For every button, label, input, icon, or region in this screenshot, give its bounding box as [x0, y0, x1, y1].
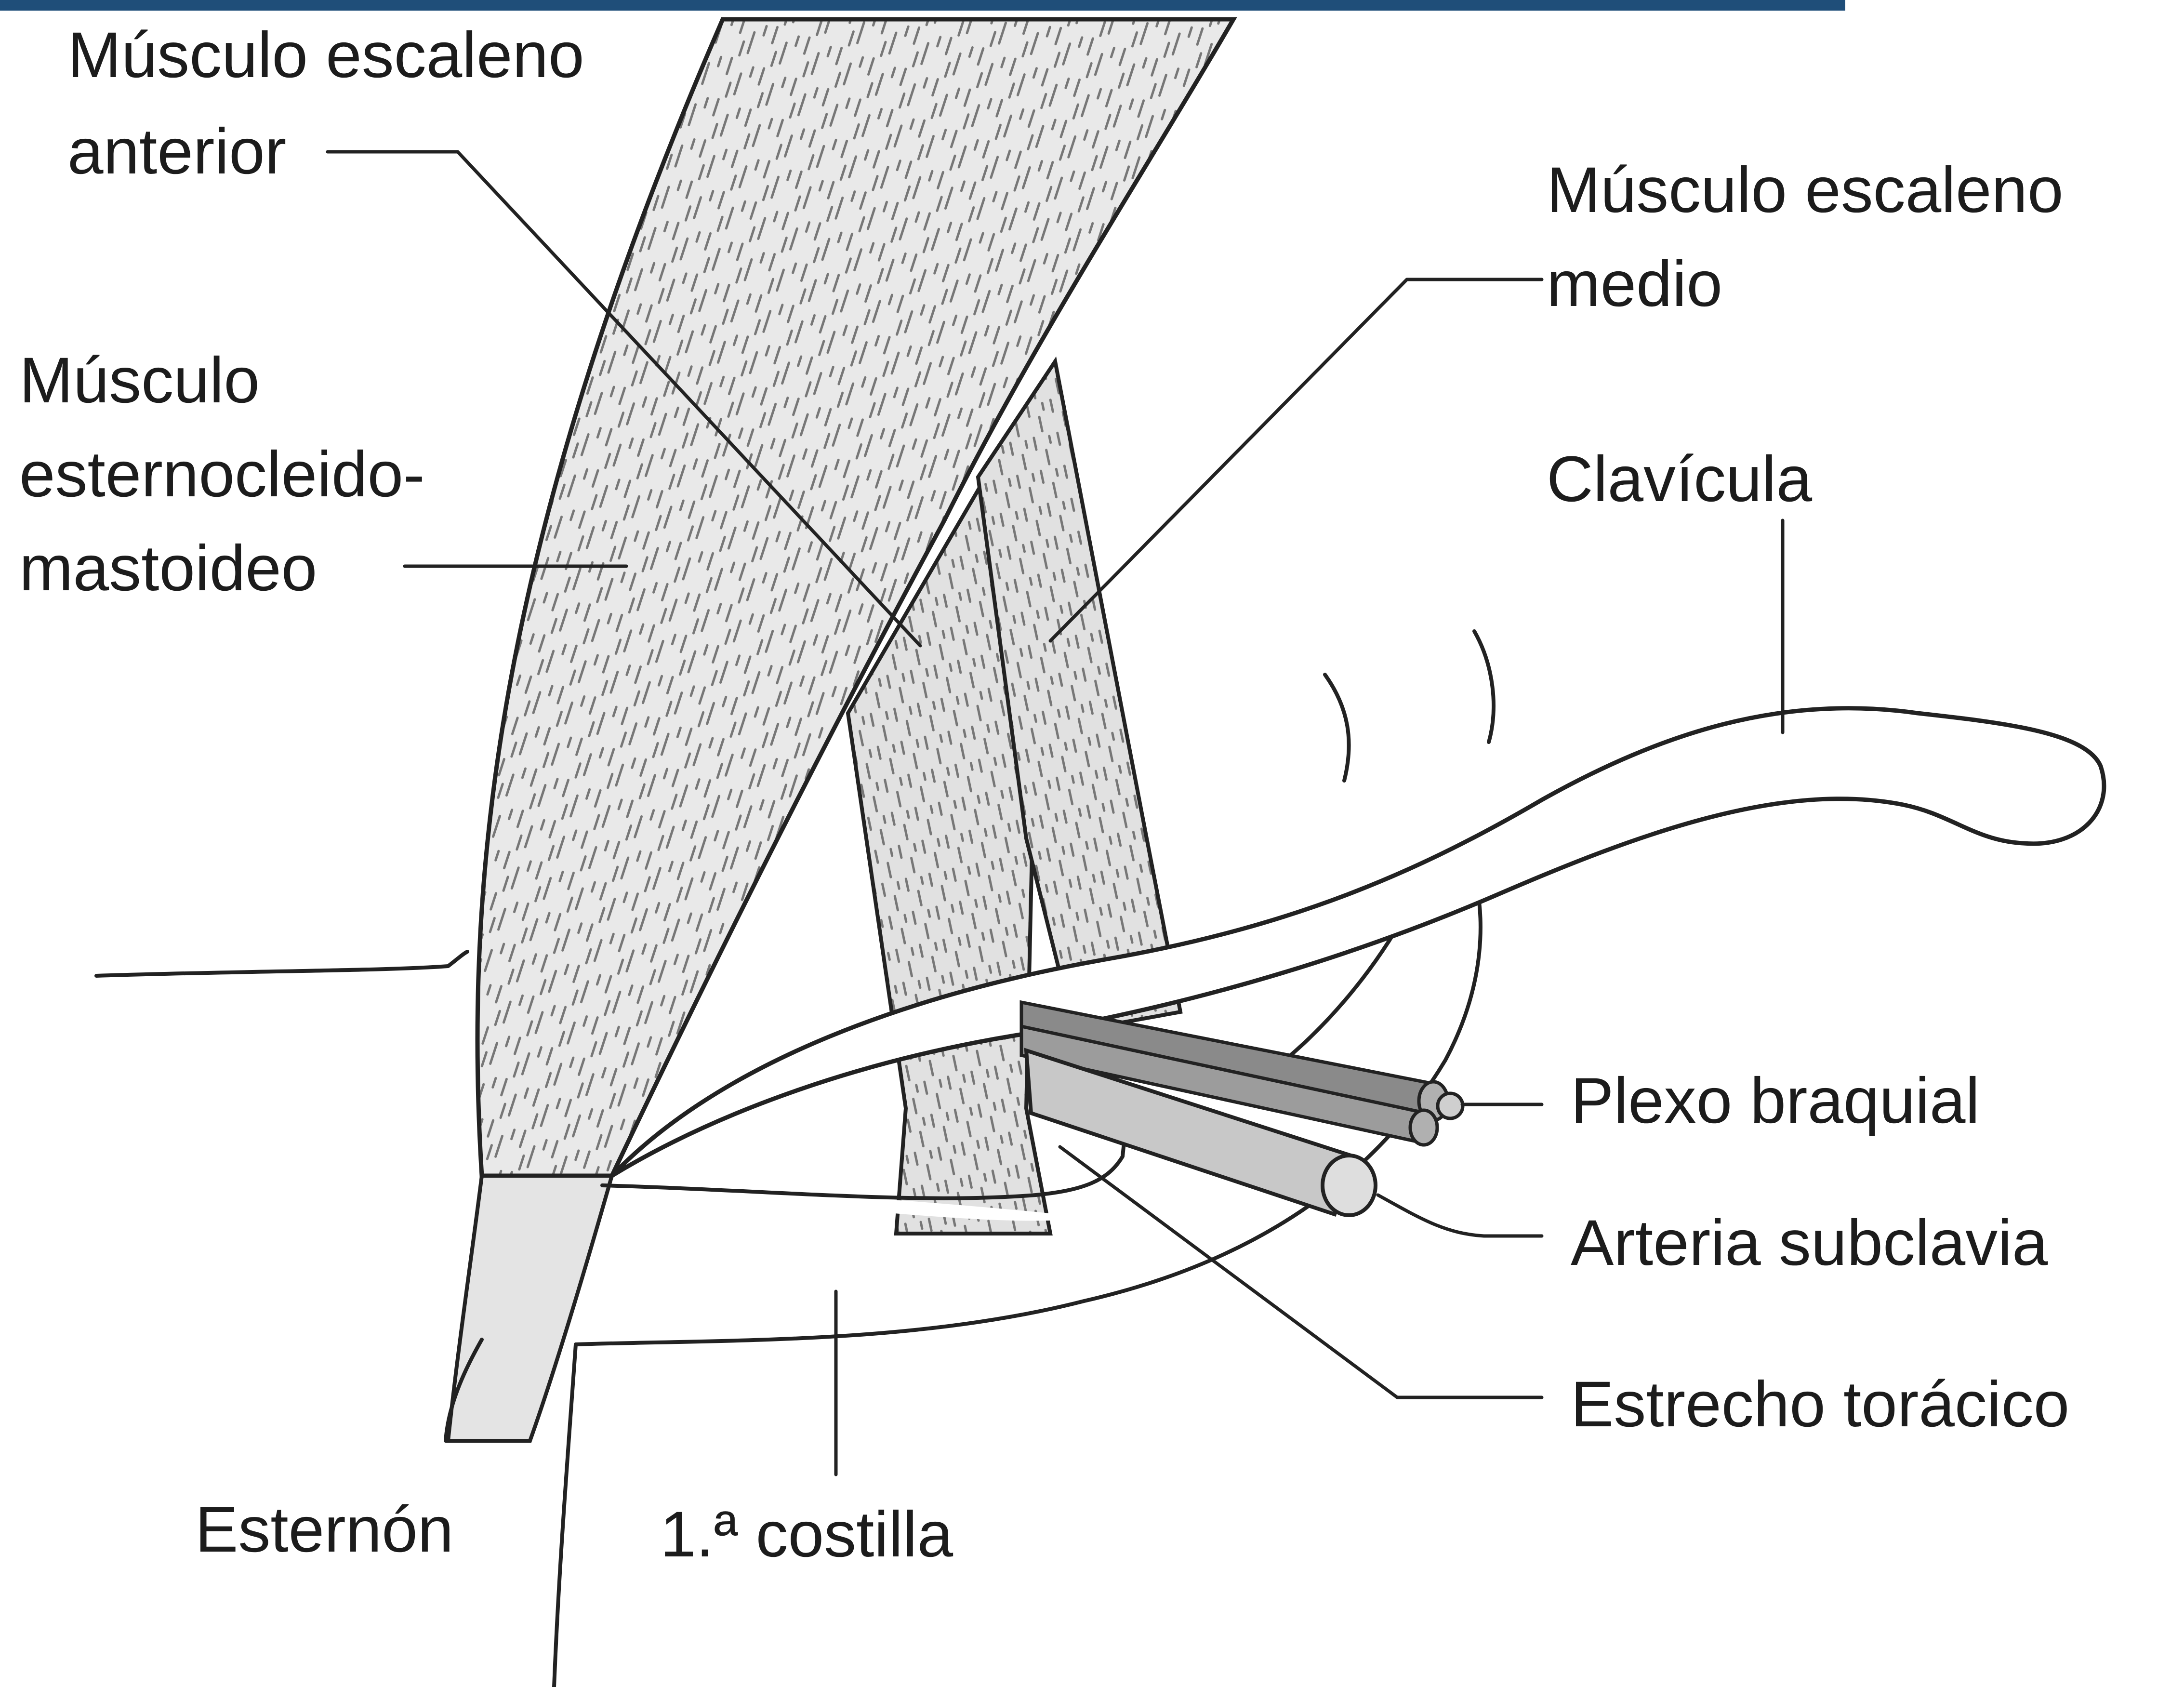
label-scalene-middle-line2: medio — [1547, 248, 1722, 320]
label-sternum: Esternón — [195, 1494, 453, 1566]
label-first-rib: 1.ª costilla — [660, 1499, 953, 1570]
label-scalene-anterior-line1: Músculo escaleno — [67, 19, 584, 91]
label-scm-line3: mastoideo — [19, 532, 317, 604]
label-scalene-middle-line1: Músculo escaleno — [1547, 154, 2064, 226]
label-brachial-plexus: Plexo braquial — [1571, 1065, 1980, 1137]
header-band — [0, 0, 1845, 11]
label-clavicle: Clavícula — [1547, 443, 1813, 515]
label-scalene-anterior-line2: anterior — [67, 116, 286, 187]
label-scm-line2: esternocleido- — [19, 438, 425, 510]
label-thoracic-outlet: Estrecho torácico — [1571, 1368, 2069, 1440]
skin-outline — [96, 952, 467, 976]
leader-subclavian-artery — [1378, 1195, 1542, 1236]
nerve-branch — [1474, 631, 1494, 742]
label-subclavian-artery: Arteria subclavia — [1571, 1207, 2048, 1279]
leader-scalene-middle — [1050, 279, 1542, 641]
label-scm-line1: Músculo — [19, 345, 260, 416]
nerve-branch — [1325, 675, 1349, 781]
sternum-outline — [554, 1344, 576, 1687]
